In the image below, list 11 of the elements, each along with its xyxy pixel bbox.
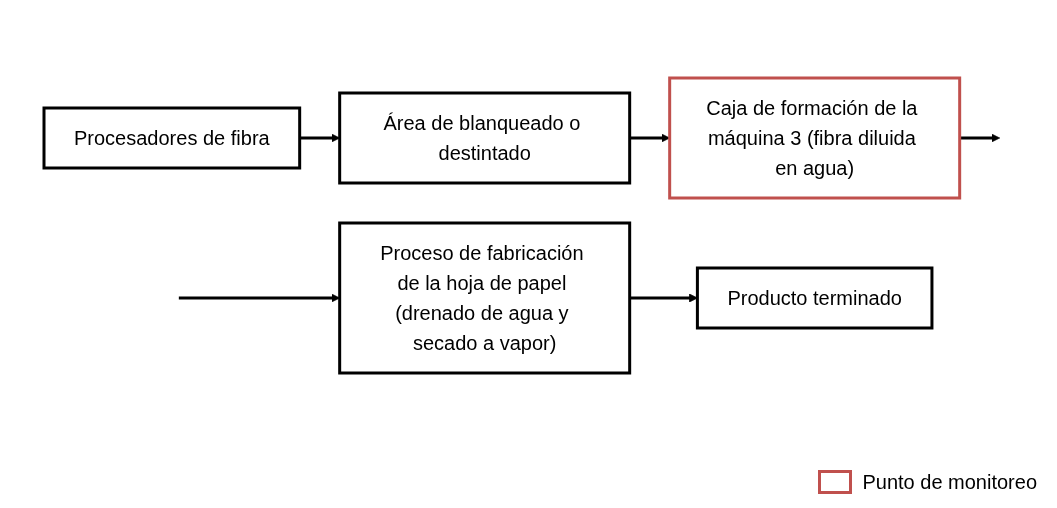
arrow: [629, 293, 698, 302]
arrow: [178, 293, 340, 302]
arrow: [959, 133, 1000, 142]
node-box: Caja de formación de la máquina 3 (fibra diluida en agua): [667, 76, 961, 199]
node-box: Proceso de fabricación de la hoja de papel (drenado de agua y secado a vapor): [337, 221, 631, 374]
node-box: Área de blanqueado o destintado: [337, 91, 631, 184]
node-box: Procesadores de fibra: [42, 106, 301, 169]
node-box: Producto terminado: [695, 266, 934, 329]
arrow: [299, 133, 340, 142]
legend-text: Punto de monitoreo: [862, 470, 1037, 494]
arrow: [629, 133, 670, 142]
